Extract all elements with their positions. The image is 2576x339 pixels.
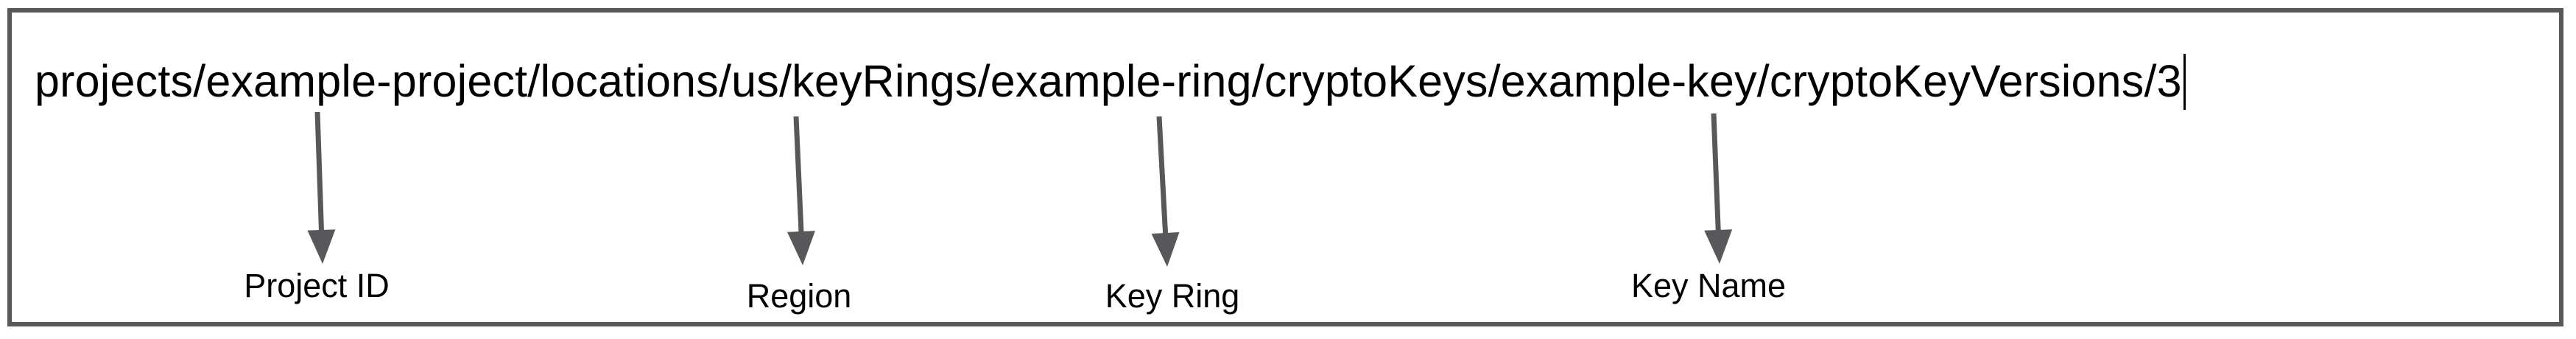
resource-path-text-field[interactable]: projects/example-project/locations/us/ke… xyxy=(7,8,2563,326)
resource-path-line: projects/example-project/locations/us/ke… xyxy=(35,54,2186,110)
text-cursor xyxy=(2183,54,2186,110)
annotation-label-key-name: Key Name xyxy=(1630,267,1787,304)
annotation-label-region: Region xyxy=(746,277,852,315)
resource-path-text: projects/example-project/locations/us/ke… xyxy=(35,56,2182,107)
annotation-label-key-ring: Key Ring xyxy=(1105,277,1240,315)
annotation-label-project-id: Project ID xyxy=(244,267,390,304)
